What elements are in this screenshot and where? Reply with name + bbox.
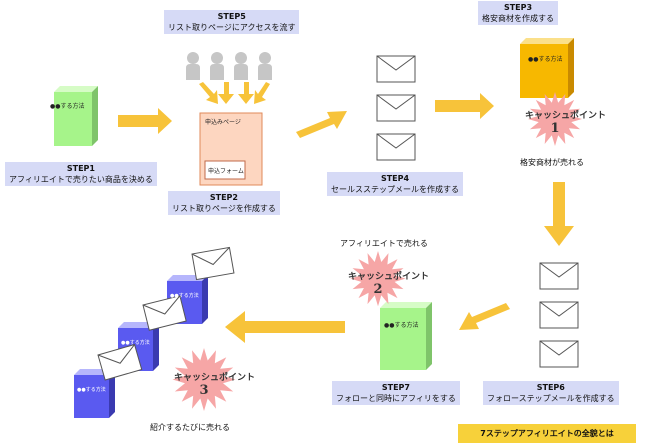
step6-desc: フォローステップメールを作成する — [487, 394, 615, 403]
step1-box-label: ●●する方法 — [50, 103, 85, 110]
step3-cheap-product-box — [520, 38, 574, 98]
step5-title: STEP5 — [217, 12, 246, 21]
arrow-step4-to-step3 — [435, 93, 494, 119]
visitors-icon — [186, 52, 272, 80]
step1-label: STEP1 アフィリエイトで売りたい商品を決める — [5, 162, 157, 186]
step6-label: STEP6 フォローステップメールを作成する — [483, 381, 619, 405]
cash-point-2-label: キャッシュポイント — [348, 272, 430, 282]
cash-point-3-star — [172, 348, 236, 411]
cash-point-2-star — [350, 251, 406, 307]
cash-point-3-label: キャッシュポイント — [174, 373, 256, 383]
step4-title: STEP4 — [380, 174, 410, 183]
cash-point-2-text: キャッシュポイント 2 — [348, 269, 430, 297]
step1-title: STEP1 — [66, 164, 95, 173]
signup-page-title: 申込みページ — [205, 119, 241, 126]
step7-box-label: ●●する方法 — [384, 322, 419, 329]
cash-point-1-label: キャッシュポイント — [525, 111, 607, 121]
signup-form-label: 申込フォーム — [208, 168, 244, 175]
cash-point-3-number: 3 — [199, 383, 209, 398]
cash-point-2-number: 2 — [373, 282, 383, 297]
step7-title: STEP7 — [381, 383, 410, 392]
referral-box-label-3: ●●する方法 — [77, 387, 106, 393]
arrow-step7-to-referrals — [225, 311, 345, 343]
step5-desc: リスト取りページにアクセスを流す — [168, 23, 296, 32]
step5-label: STEP5 リスト取りページにアクセスを流す — [164, 10, 300, 34]
step7-affiliate-box — [380, 302, 432, 370]
step6-title: STEP6 — [536, 383, 565, 392]
step4-desc: セールスステップメールを作成する — [331, 185, 459, 194]
signup-page — [199, 112, 263, 186]
arrow-step1-to-step2 — [118, 108, 172, 134]
cash-point-1-text: キャッシュポイント 1 — [525, 108, 607, 136]
cash-point-1-caption: 格安商材が売れる — [520, 158, 584, 167]
step3-box-label: ●●する方法 — [528, 56, 563, 63]
step2-label: STEP2 リスト取りページを作成する — [168, 191, 280, 215]
step2-title: STEP2 — [209, 193, 238, 202]
step3-label: STEP3 格安商材を作成する — [478, 1, 558, 25]
step4-label: STEP4 セールスステップメールを作成する — [327, 172, 463, 196]
cash-point-1-star — [528, 92, 582, 146]
step1-product-box — [54, 86, 98, 146]
step2-desc: リスト取りページを作成する — [172, 204, 276, 213]
sales-emails-icon — [376, 55, 416, 161]
step3-desc: 格安商材を作成する — [482, 14, 554, 23]
arrow-step3-to-step6 — [544, 182, 574, 246]
cash-point-3-caption: 紹介するたびに売れる — [150, 423, 230, 432]
referral-box-label-2: ●●する方法 — [121, 340, 150, 346]
cash-point-1-number: 1 — [550, 121, 560, 136]
referral-box-label-1: ●●する方法 — [170, 293, 199, 299]
arrows-traffic-down — [199, 82, 270, 104]
step1-desc: アフィリエイトで売りたい商品を決める — [9, 175, 153, 184]
step3-title: STEP3 — [503, 3, 533, 12]
step7-desc: フォローと同時にアフィリをする — [336, 394, 456, 403]
step7-label: STEP7 フォローと同時にアフィリをする — [332, 381, 460, 405]
diagram-caption: 7ステップアフィリエイトの全貌とは — [458, 424, 636, 443]
arrow-step2-to-step4 — [296, 111, 347, 138]
follow-emails-icon — [539, 262, 579, 368]
arrow-step6-to-step7 — [459, 303, 510, 330]
cash-point-2-caption: アフィリエイトで売れる — [340, 239, 428, 248]
cash-point-3-text: キャッシュポイント 3 — [174, 370, 256, 398]
